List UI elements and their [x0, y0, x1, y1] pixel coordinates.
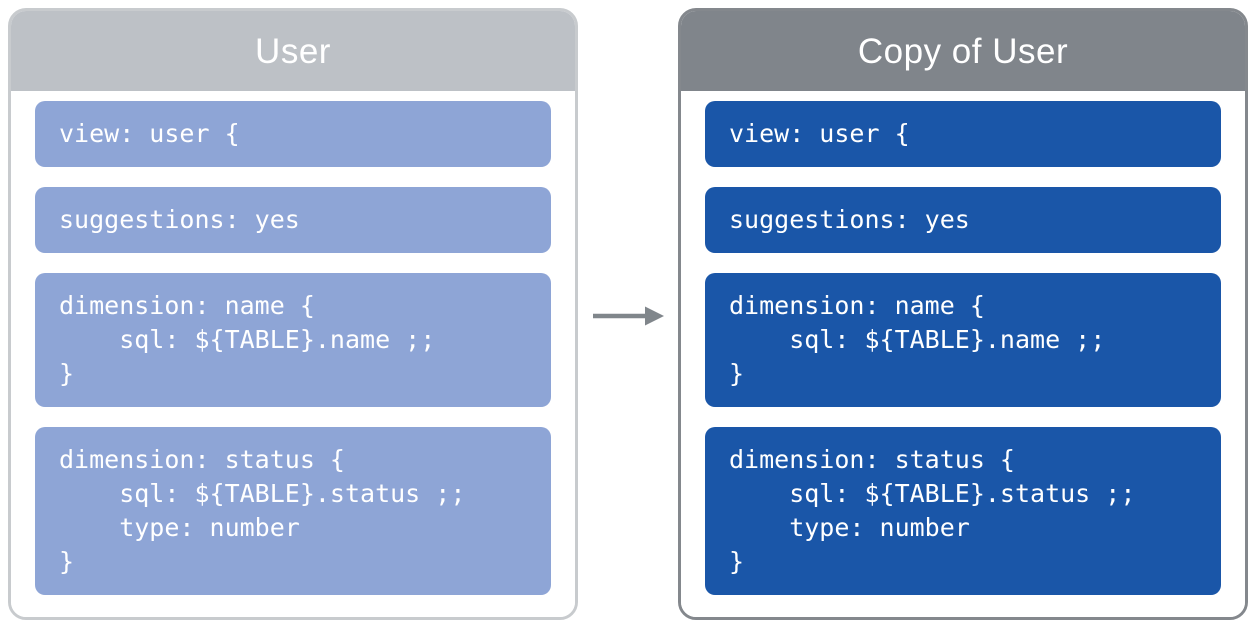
code-line: }: [59, 547, 75, 576]
code-block: dimension: name { sql: ${TABLE}.name ;;}: [35, 273, 551, 407]
copy-panel-title: Copy of User: [857, 31, 1069, 71]
source-panel-header: User: [11, 11, 575, 91]
code-block: view: user {: [35, 101, 551, 167]
code-block: dimension: status { sql: ${TABLE}.status…: [705, 427, 1221, 595]
code-line: }: [729, 547, 745, 576]
code-line: view: user {: [59, 119, 240, 148]
copy-panel-header: Copy of User: [681, 11, 1245, 91]
code-line: sql: ${TABLE}.status ;;: [729, 479, 1136, 508]
code-line: dimension: name {: [59, 291, 315, 320]
code-line: suggestions: yes: [729, 205, 970, 234]
source-view-panel: User view: user { suggestions: yes dimensi…: [8, 8, 578, 620]
code-block: suggestions: yes: [705, 187, 1221, 253]
copy-panel-body: view: user { suggestions: yes dimension: n…: [681, 91, 1245, 617]
code-line: suggestions: yes: [59, 205, 300, 234]
code-line: sql: ${TABLE}.name ;;: [729, 325, 1106, 354]
copy-direction-arrow: [592, 305, 666, 327]
right-arrow-icon: [593, 306, 664, 326]
code-line: }: [729, 359, 745, 388]
code-line: }: [59, 359, 75, 388]
code-block: dimension: name { sql: ${TABLE}.name ;;}: [705, 273, 1221, 407]
code-line: dimension: status {: [59, 445, 345, 474]
code-line: type: number: [729, 513, 970, 542]
source-panel-body: view: user { suggestions: yes dimension: n…: [11, 91, 575, 617]
code-line: sql: ${TABLE}.status ;;: [59, 479, 466, 508]
code-line: view: user {: [729, 119, 910, 148]
code-block: view: user {: [705, 101, 1221, 167]
code-line: sql: ${TABLE}.name ;;: [59, 325, 436, 354]
code-line: type: number: [59, 513, 300, 542]
code-line: dimension: name {: [729, 291, 985, 320]
code-line: dimension: status {: [729, 445, 1015, 474]
source-panel-title: User: [255, 31, 331, 71]
code-block: dimension: status { sql: ${TABLE}.status…: [35, 427, 551, 595]
copy-view-panel: Copy of User view: user { suggestions: ye…: [678, 8, 1248, 620]
code-block: suggestions: yes: [35, 187, 551, 253]
